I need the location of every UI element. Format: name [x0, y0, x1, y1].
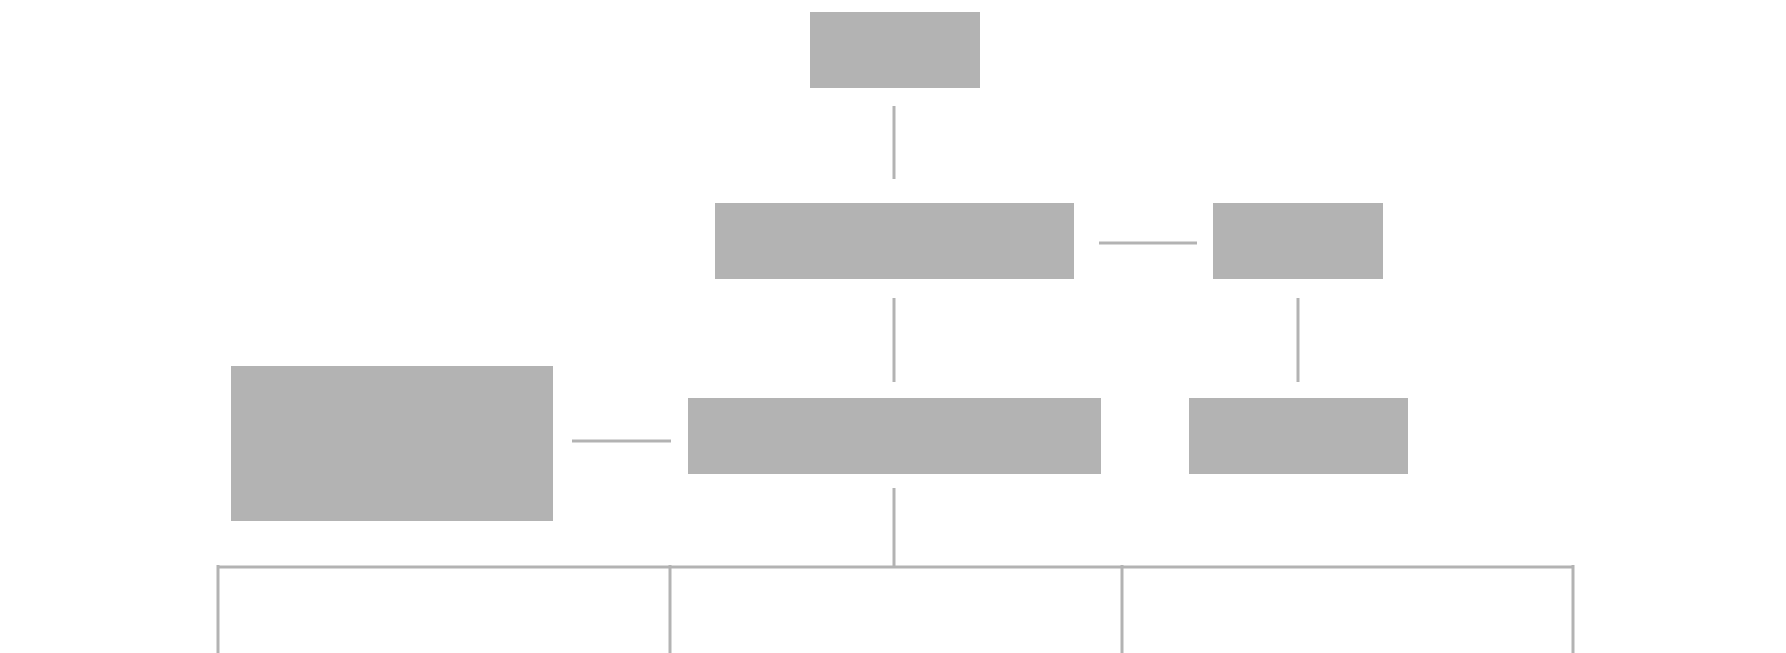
org-node-lower-right — [1189, 398, 1408, 474]
org-node-lower-center — [688, 398, 1101, 474]
org-node-top — [810, 12, 980, 88]
org-node-middle-center — [715, 203, 1074, 279]
org-node-middle-right — [1213, 203, 1383, 279]
org-chart-connectors — [216, 106, 1575, 653]
org-chart-boxes — [231, 12, 1408, 521]
org-node-lower-left — [231, 366, 553, 521]
